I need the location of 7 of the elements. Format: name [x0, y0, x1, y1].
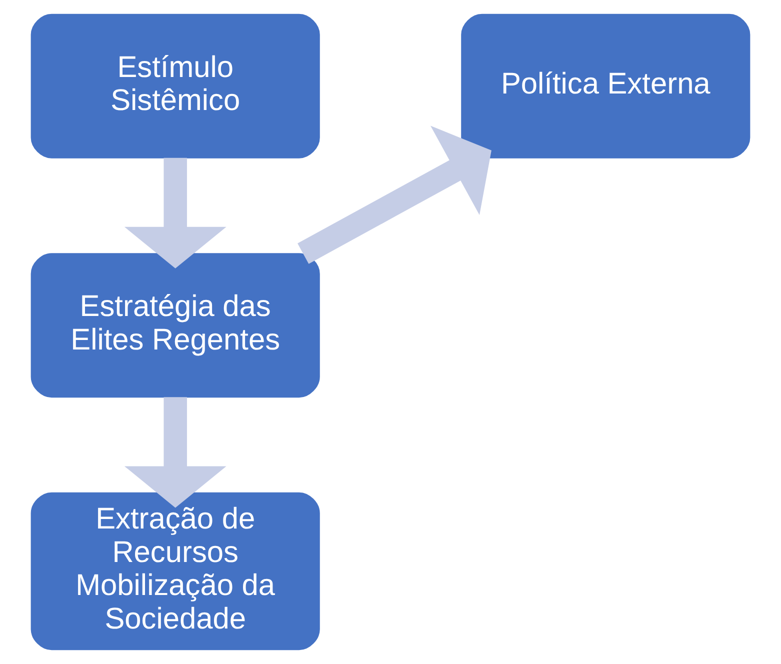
- node-box: Estratégia das Elites Regentes: [30, 253, 320, 398]
- node-box: Extração de Recursos Mobilização da Sociedade: [30, 492, 320, 650]
- arrow: [124, 397, 226, 508]
- arrow: [124, 158, 226, 268]
- arrow: [298, 126, 492, 264]
- node-box: Política Externa: [461, 14, 750, 158]
- node-box: Estímulo Sistêmico: [30, 14, 320, 158]
